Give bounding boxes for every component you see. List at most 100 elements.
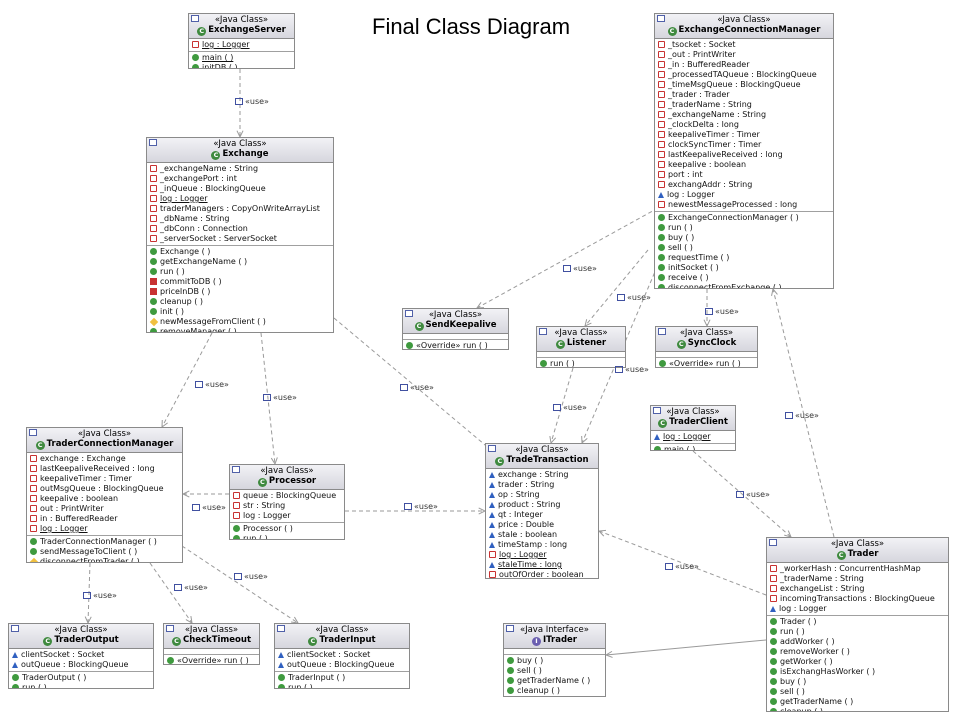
class-methods: Trader ( )run ( )addWorker ( )removeWork… xyxy=(767,616,948,711)
method-text: getExchangeName ( ) xyxy=(160,257,248,266)
class-icon: C xyxy=(197,27,207,36)
public-method-icon xyxy=(278,683,285,688)
attribute-text: newestMessageProcessed : long xyxy=(668,200,798,209)
private-field-icon xyxy=(30,504,37,512)
class-name: Trader xyxy=(847,549,879,559)
method-text: main ( ) xyxy=(664,445,696,451)
attribute-text: log : Logger xyxy=(243,511,291,520)
class-stereotype: «Java Class» xyxy=(54,625,108,635)
default-method-icon xyxy=(149,317,159,326)
relation-icon xyxy=(617,293,625,301)
method-text: priceInDB ( ) xyxy=(160,287,211,296)
method-text: TraderInput ( ) xyxy=(288,673,346,682)
attribute-row: log : Logger xyxy=(655,190,833,200)
private-field-icon xyxy=(770,574,777,582)
attribute-text: _dbConn : Connection xyxy=(160,224,248,233)
class-icon: C xyxy=(836,551,846,560)
attribute-text: stale : boolean xyxy=(498,530,558,539)
class-methods: Processor ( )run ( ) xyxy=(230,523,344,539)
attribute-text: _exchangePort : int xyxy=(160,174,237,183)
relation-icon xyxy=(615,365,623,373)
public-method-icon xyxy=(192,53,199,61)
class-stereotype: «Java Class» xyxy=(184,625,239,635)
method-text: «Override» run ( ) xyxy=(177,656,249,665)
attribute-text: _exchangeName : String xyxy=(668,110,767,119)
class-name: CheckTimeout xyxy=(182,635,252,645)
relation-icon xyxy=(83,591,91,599)
class-icon: C xyxy=(555,340,565,349)
package-field-icon xyxy=(489,491,495,498)
attribute-row: lastKeepaliveReceived : long xyxy=(27,464,182,474)
package-field-icon xyxy=(658,191,664,198)
private-field-icon xyxy=(30,494,37,502)
method-text: getTraderName ( ) xyxy=(517,676,591,685)
use-label-text: «use» xyxy=(93,591,117,600)
public-method-icon xyxy=(770,687,777,695)
attribute-text: outOfOrder : boolean xyxy=(499,570,584,579)
public-method-icon xyxy=(770,647,777,655)
use-label: «use» xyxy=(736,490,770,499)
attribute-row: clientSocket : Socket xyxy=(9,650,153,660)
attribute-text: log : Logger xyxy=(499,550,547,559)
class-methods: TraderConnectionManager ( )sendMessageTo… xyxy=(27,536,182,562)
relation-icon xyxy=(553,403,561,411)
attribute-row: keepaliveTimer : Timer xyxy=(27,474,182,484)
attribute-text: log : Logger xyxy=(779,604,827,613)
private-field-icon xyxy=(658,200,665,208)
attribute-row: _clockDelta : long xyxy=(655,120,833,130)
private-field-icon xyxy=(233,511,240,519)
class-icon: C xyxy=(495,457,505,466)
attribute-text: staleTime : long xyxy=(498,560,562,569)
method-text: sell ( ) xyxy=(517,666,542,675)
attribute-row: _in : BufferedReader xyxy=(655,60,833,70)
attribute-text: _clockDelta : long xyxy=(668,120,739,129)
attribute-text: keepalive : boolean xyxy=(668,160,747,169)
method-text: isExchangHasWorker ( ) xyxy=(780,667,876,676)
attribute-row: _traderName : String xyxy=(655,100,833,110)
class-name: TraderInput xyxy=(319,635,376,645)
attribute-row: _timeMsgQueue : BlockingQueue xyxy=(655,80,833,90)
private-field-icon xyxy=(658,90,665,98)
class-icon: C xyxy=(211,151,221,160)
attribute-row: outQueue : BlockingQueue xyxy=(9,660,153,670)
attribute-row: _serverSocket : ServerSocket xyxy=(147,234,333,244)
use-label: «use» xyxy=(174,583,208,592)
class-symbol-icon xyxy=(191,15,199,22)
constructor-icon xyxy=(278,673,285,681)
method-text: receive ( ) xyxy=(668,273,709,282)
method-text: cleanup ( ) xyxy=(517,686,560,695)
attribute-row: timeStamp : long xyxy=(486,540,598,550)
method-text: sell ( ) xyxy=(780,687,805,696)
constructor-icon xyxy=(770,617,777,625)
attribute-text: _inQueue : BlockingQueue xyxy=(160,184,266,193)
method-row: init ( ) xyxy=(147,307,333,317)
class-attributes: _tsocket : Socket_out : PrintWriter_in :… xyxy=(655,39,833,212)
attribute-text: log : Logger xyxy=(160,194,208,203)
attribute-row: _trader : Trader xyxy=(655,90,833,100)
relation-icon xyxy=(195,380,203,388)
use-label: «use» xyxy=(234,572,268,581)
interface-icon: I xyxy=(532,637,541,646)
attribute-text: _traderName : String xyxy=(780,574,864,583)
